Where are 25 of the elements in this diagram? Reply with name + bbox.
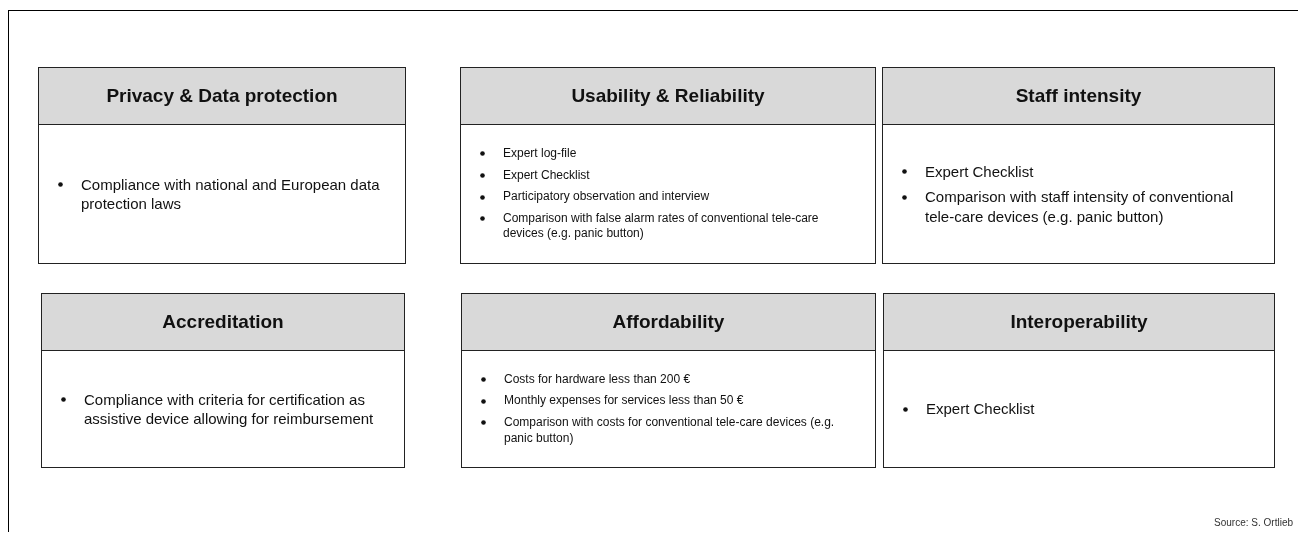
category-card: [883, 293, 1275, 468]
bullet-text: Compliance with national and European data protection laws: [81, 175, 380, 212]
bullet-text: Compliance with criteria for certification as assistive device allowing for reimbursement: [84, 390, 374, 427]
category-card: [41, 293, 405, 468]
bullet-text: Expert Checklist: [503, 167, 590, 182]
bullet-text: Comparison with false alarm rates of conventional tele-care devices (e.g. panic button): [503, 210, 819, 241]
bullet-text: Comparison with costs for conventional tele-care devices (e.g. panic button): [504, 415, 835, 445]
card-heading: Privacy & Data protection: [39, 68, 405, 125]
bullet-text: Costs for hardware less than 200 €: [504, 371, 691, 386]
bullet-text: Expert Checklist: [925, 162, 1034, 180]
bullet-text: Participatory observation and interview: [503, 189, 710, 204]
category-card: [460, 67, 876, 264]
category-card: [461, 293, 876, 468]
card-heading: Usability & Reliability: [461, 68, 875, 125]
category-card: [882, 67, 1275, 264]
bullet-text: Expert log-file: [503, 146, 577, 160]
bullet-text: Comparison with staff intensity of conventional tele-care devices (e.g. panic button): [925, 188, 1234, 225]
card-heading: Accreditation: [42, 294, 404, 351]
card-heading: Staff intensity: [883, 68, 1274, 125]
bullet-text: Monthly expenses for services less than 50 €: [504, 393, 744, 408]
category-card: [38, 67, 406, 264]
bullet-text: Expert Checklist: [926, 400, 1035, 418]
card-heading: Affordability: [462, 294, 875, 351]
card-heading: Interoperability: [884, 294, 1274, 351]
source-note: Source: S. Ortlieb: [1214, 517, 1293, 528]
